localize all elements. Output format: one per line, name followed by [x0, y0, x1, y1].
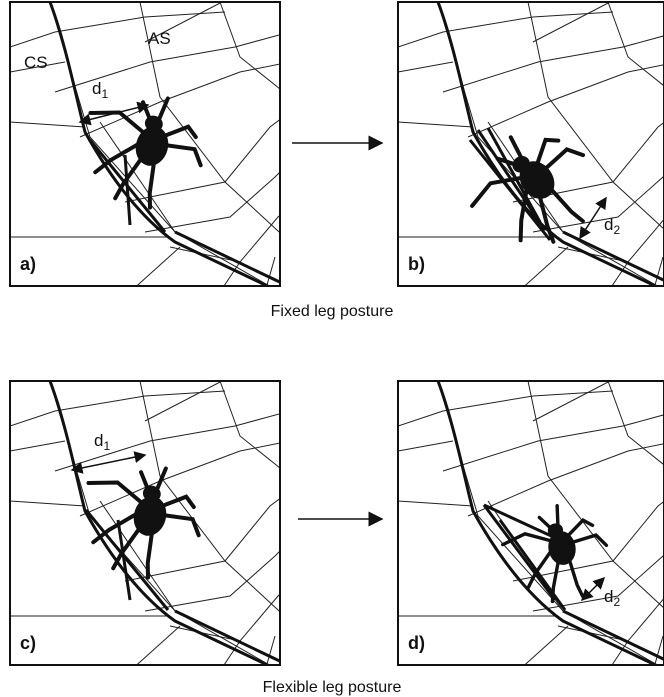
panel-c-frame: [9, 380, 281, 666]
spider-d: [495, 496, 617, 610]
caption-top: Fixed leg posture: [271, 303, 394, 320]
d1-arrow-a: [78, 101, 150, 126]
panel-a-frame: [9, 1, 281, 287]
d1-arrow-c: [70, 451, 147, 474]
panel-b: d2 b): [397, 1, 664, 287]
panel-c-label: c): [20, 633, 36, 653]
panel-c: d1 c): [9, 380, 281, 666]
panel-d: d2 d): [397, 380, 664, 666]
d1-label-a: d1: [92, 79, 108, 101]
caption-bottom: Flexible leg posture: [263, 679, 402, 696]
d2-label-b: d2: [604, 215, 620, 237]
d1-label-c: d1: [94, 431, 110, 453]
panel-d-label: d): [408, 633, 425, 653]
panel-b-label: b): [408, 254, 425, 274]
d2-arrow-d: [580, 576, 606, 602]
panel-d-frame: [397, 380, 664, 666]
panel-a-label: a): [20, 254, 36, 274]
d2-label-d: d2: [604, 587, 620, 609]
d2-arrow-b: [579, 196, 607, 240]
cs-label: CS: [24, 53, 48, 72]
panel-b-frame: [397, 1, 664, 287]
panel-a: d1 CS AS a): [9, 1, 281, 287]
as-label: AS: [148, 29, 171, 48]
